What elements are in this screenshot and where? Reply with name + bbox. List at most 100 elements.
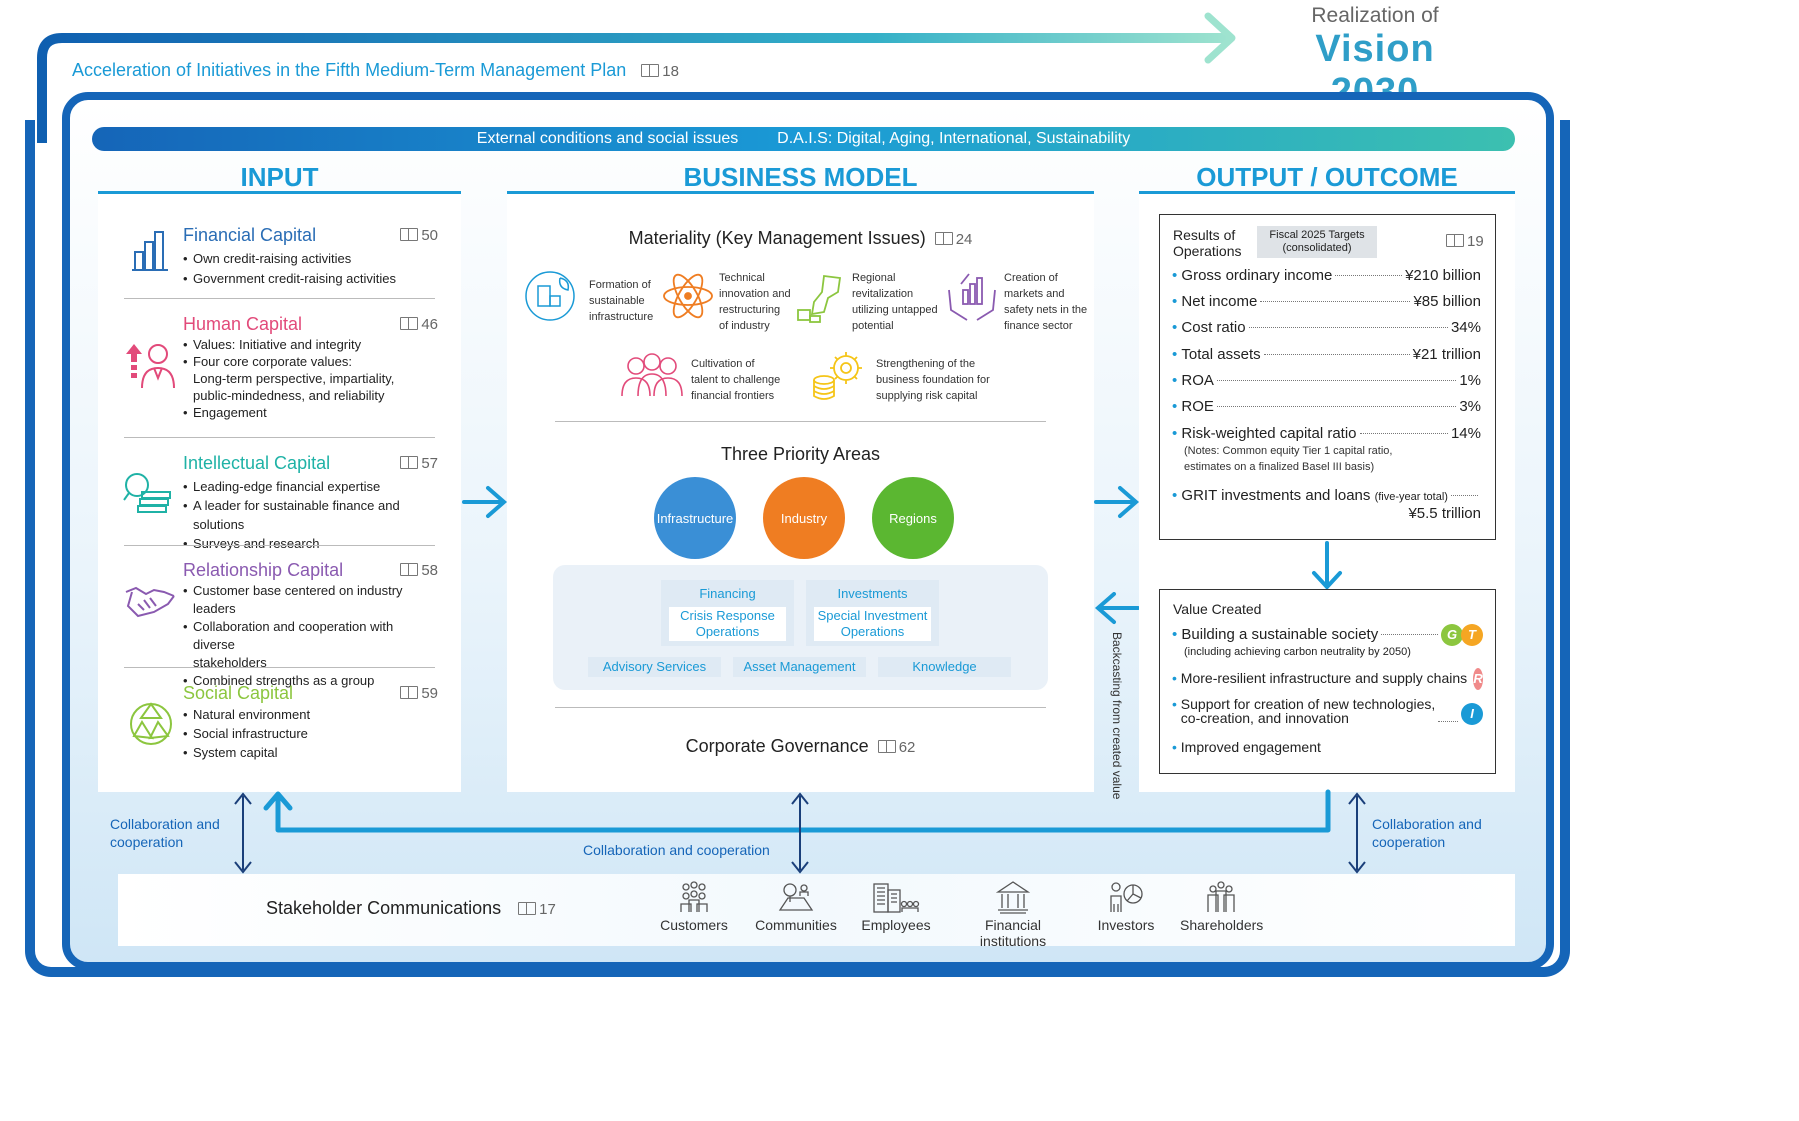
list-item-cont: stakeholders (193, 655, 267, 670)
banner-right: D.A.I.S: Digital, Aging, International, … (777, 130, 1131, 147)
book-icon (400, 563, 419, 576)
input-header-line (98, 191, 461, 194)
acceleration-ref: 18 (641, 63, 679, 80)
badge-t-icon: T (1461, 624, 1483, 646)
investments-box: Investments Special Investment Operation… (806, 580, 939, 646)
crisis-response: Crisis Response Operations (669, 607, 786, 641)
value-box (1159, 589, 1496, 774)
human-capital: Human Capital 46 Values: Initiative and … (183, 314, 438, 421)
gear-coins-icon (813, 352, 862, 400)
outer-frame-bottom (25, 120, 1570, 977)
badge-g-icon: G (1441, 624, 1463, 646)
materiality-item: Technical innovation and restructuring o… (719, 272, 791, 332)
book-icon (877, 740, 896, 753)
collaboration-loop (234, 789, 1366, 874)
financial-capital-title: Financial Capital (183, 225, 317, 245)
human-capital-ref: 46 (400, 316, 438, 333)
list-item: Combined strengths as a group (183, 671, 438, 690)
investors-icon (1110, 882, 1143, 912)
results-title: Results of Operations (1173, 227, 1242, 259)
customers-icon (680, 881, 708, 912)
list-item: Collaboration and cooperation with diver… (183, 618, 438, 654)
stakeholder-label: Communities (755, 917, 837, 933)
list-item: Engagement (183, 404, 438, 421)
collab-left: Collaboration and cooperation (110, 816, 220, 850)
fiscal-label: Fiscal 2025 Targets (consolidated) (1257, 226, 1377, 258)
value-title: Value Created (1173, 601, 1262, 617)
relationship-capital: Relationship Capital 58 Customer base ce… (183, 560, 438, 690)
divider (124, 667, 435, 668)
special-investment: Special Investment Operations (814, 607, 931, 641)
stakeholder-financial-institutions: Financial institutions (952, 880, 1074, 949)
relationship-capital-ref: 58 (400, 562, 438, 579)
financing-label: Financing (699, 586, 756, 601)
intellectual-capital-icon (122, 470, 174, 519)
talent-icon (621, 353, 683, 397)
priority-title: Three Priority Areas (720, 444, 881, 464)
advisory-services: Advisory Services (588, 657, 721, 677)
book-icon (641, 64, 660, 77)
list-item: A leader for sustainable finance and sol… (183, 496, 438, 534)
priority-industry: Industry (763, 477, 845, 559)
arrow-right-icon (1094, 486, 1140, 518)
book-icon (400, 456, 419, 469)
human-capital-icon (124, 340, 180, 395)
stakeholder-investors: Investors (1094, 880, 1158, 933)
book-icon (400, 228, 419, 241)
materiality-item: Creation of markets and safety nets in t… (1004, 272, 1088, 332)
backcasting-label: Backcasting from created value (1110, 632, 1124, 800)
collab-center: Collaboration and cooperation (583, 842, 770, 858)
badge-i-icon: I (1461, 703, 1483, 725)
value-row: • Improved engagement (1172, 739, 1321, 755)
stakeholder-label: Investors (1097, 917, 1155, 933)
result-row: • GRIT investments and loans (five-year … (1172, 487, 1481, 505)
stakeholder-communities: Communities (752, 880, 840, 933)
result-row: • Gross ordinary income¥210 billion (1172, 267, 1481, 284)
materiality-title: Materiality (Key Management Issues) 24 (628, 228, 973, 248)
list-item: Own credit-raising activities (183, 249, 438, 269)
output-header: OUTPUT / OUTCOME (1196, 162, 1458, 192)
result-row: • Total assets¥21 trillion (1172, 346, 1481, 363)
arrow-right-icon (462, 486, 508, 518)
book-icon (518, 902, 537, 915)
list-item: Customer base centered on industry leade… (183, 582, 438, 618)
divider (124, 437, 435, 438)
stakeholder-label: Shareholders (1180, 917, 1264, 933)
business-header: BUSINESS MODEL (683, 162, 918, 192)
value-note: (including achieving carbon neutrality b… (1184, 646, 1411, 658)
recycle-icon (128, 700, 174, 751)
atom-icon (663, 273, 713, 319)
stakeholder-strip (118, 874, 1515, 946)
handshake-icon (124, 582, 176, 627)
list-item: Natural environment (183, 705, 438, 724)
collab-right: Collaboration and cooperation (1372, 816, 1482, 850)
book-icon (400, 317, 419, 330)
intellectual-capital-ref: 57 (400, 455, 438, 472)
materiality-item: Cultivation of talent to challenge finan… (691, 358, 781, 402)
badge-r-icon: R (1473, 668, 1483, 690)
divider (124, 545, 435, 546)
materiality-item: Strengthening of the business foundation… (876, 358, 990, 402)
output-header-line (1139, 191, 1515, 194)
banner-left: External conditions and social issues (476, 130, 739, 147)
acceleration-text: Acceleration of Initiatives in the Fifth… (72, 60, 627, 80)
list-item: Government credit-raising activities (183, 269, 438, 289)
results-box (1159, 214, 1496, 540)
divider (124, 298, 435, 299)
list-item: Leading-edge financial expertise (183, 477, 438, 496)
top-frame (37, 12, 1236, 143)
knowledge: Knowledge (878, 657, 1011, 677)
investments-label: Investments (837, 586, 908, 601)
stakeholder-employees: Employees (858, 880, 934, 933)
governance-title: Corporate Governance 62 (685, 736, 916, 756)
list-item-cont: Long-term perspective, impartiality, (193, 371, 395, 386)
acceleration-title: Acceleration of Initiatives in the Fifth… (72, 60, 679, 81)
book-icon (934, 232, 953, 245)
arrow-down-icon (1312, 541, 1342, 590)
priority-regions: Regions (872, 477, 954, 559)
business-header-line (507, 191, 1094, 194)
